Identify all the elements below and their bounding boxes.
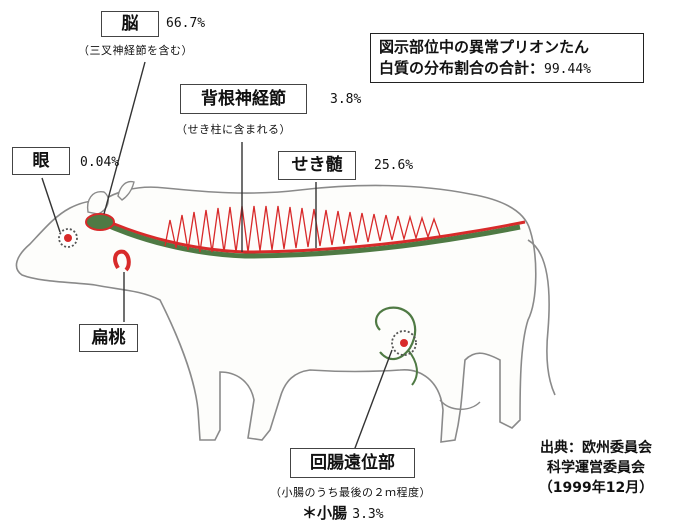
summary-total: 99.44% bbox=[544, 62, 591, 77]
source-line3: （1999年12月） bbox=[534, 478, 658, 498]
spinal-cord-label: せき髄 bbox=[278, 151, 356, 180]
small-intestine-prefix: ＊小腸 bbox=[302, 504, 347, 522]
summary-line1: 図示部位中の異常プリオンたん bbox=[379, 37, 635, 58]
brain-label: 脳 bbox=[101, 11, 159, 37]
eye-label: 眼 bbox=[12, 147, 70, 175]
drg-note: （せき柱に含まれる） bbox=[176, 121, 291, 137]
small-intestine-value: 3.3% bbox=[352, 507, 383, 522]
eye-percent: 0.04% bbox=[80, 155, 119, 170]
brain-percent: 66.7% bbox=[166, 16, 205, 31]
eye-tissue bbox=[64, 234, 72, 242]
spinal-cord-percent: 25.6% bbox=[374, 158, 413, 173]
ileum-tissue bbox=[400, 339, 408, 347]
source-line1: 出典：欧州委員会 bbox=[534, 438, 658, 458]
small-intestine-percent: ＊小腸 3.3% bbox=[302, 502, 384, 523]
summary-box: 図示部位中の異常プリオンたん 白質の分布割合の合計：99.44% bbox=[370, 33, 644, 83]
drg-label: 背根神経節 bbox=[180, 84, 307, 114]
source-line2: 科学運営委員会 bbox=[534, 458, 658, 478]
source-block: 出典：欧州委員会 科学運営委員会 （1999年12月） bbox=[534, 438, 658, 498]
summary-line2: 白質の分布割合の合計： bbox=[379, 59, 544, 77]
summary-line2-wrap: 白質の分布割合の合計：99.44% bbox=[379, 58, 635, 80]
ileum-label: 回腸遠位部 bbox=[290, 448, 415, 478]
brain-note: （三叉神経節を含む） bbox=[78, 42, 193, 58]
ileum-note: （小腸のうち最後の２ｍ程度） bbox=[270, 484, 431, 500]
drg-percent: 3.8% bbox=[330, 92, 361, 107]
tonsil-label: 扁桃 bbox=[79, 324, 138, 352]
brain-tissue bbox=[86, 214, 114, 230]
